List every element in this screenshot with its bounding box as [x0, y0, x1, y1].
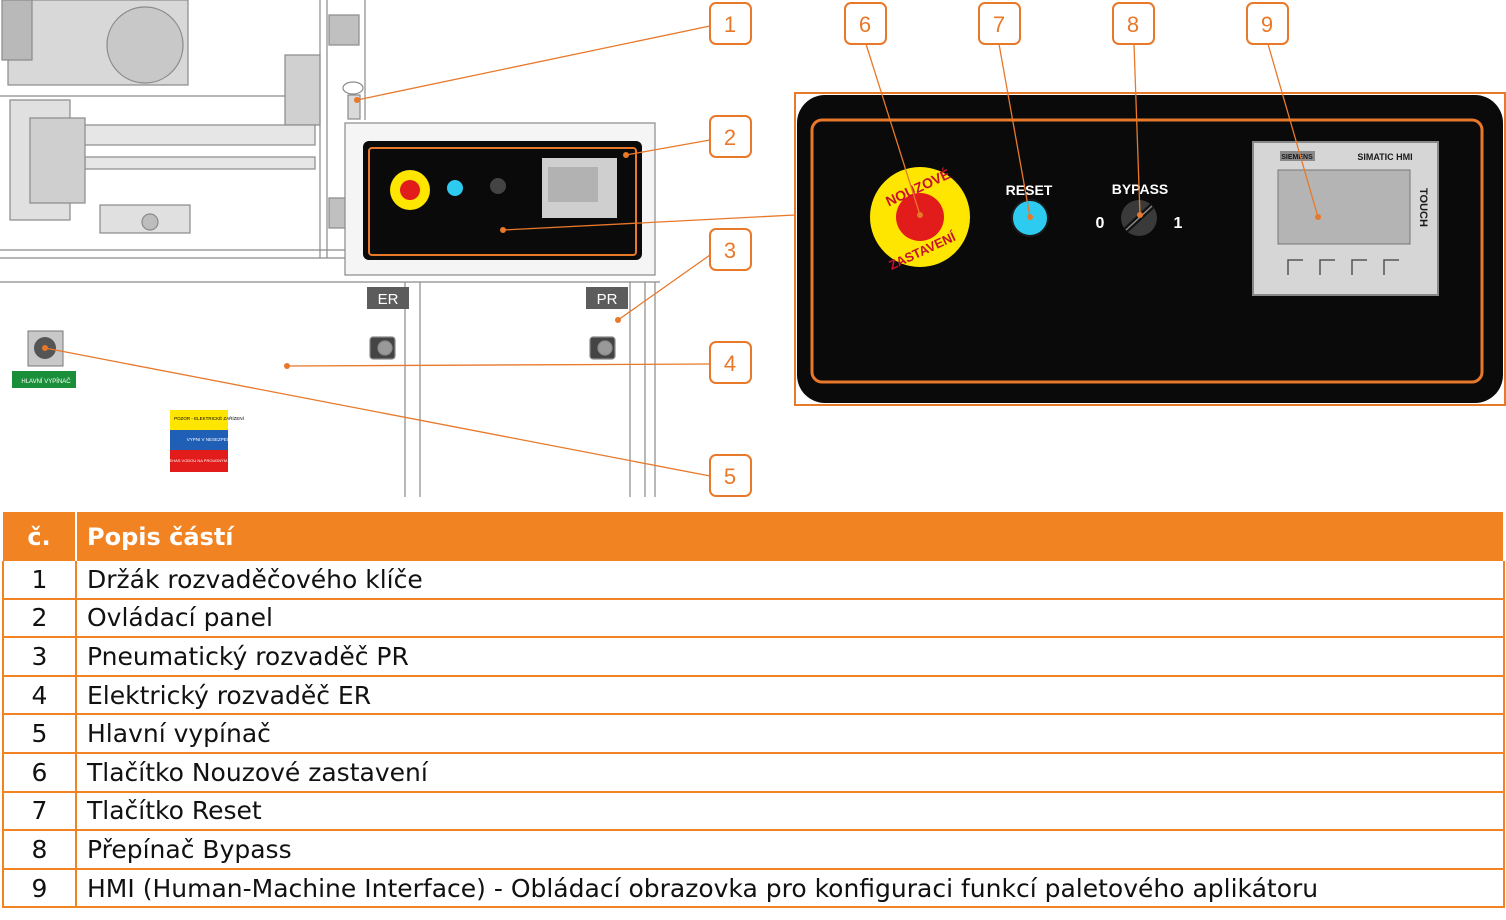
callout-8: 8: [1112, 2, 1155, 45]
row-description: Tlačítko Nouzové zastavení: [76, 752, 1505, 793]
svg-text:ER: ER: [378, 291, 399, 308]
callout-1: 1: [709, 2, 752, 45]
row-number: 8: [2, 830, 77, 870]
svg-text:SIEMENS: SIEMENS: [1281, 154, 1313, 161]
row-number: 4: [2, 675, 77, 716]
row-description: Přepínač Bypass: [76, 830, 1505, 870]
svg-text:PR: PR: [597, 291, 618, 308]
warning-sign: POZOR - ELEKTRICKÉ ZAŘÍZENÍ VYPNI V NESE…: [167, 410, 252, 472]
callout-5: 5: [709, 454, 752, 497]
row-description: Pneumatický rozvaděč PR: [76, 637, 1505, 677]
row-number: 6: [2, 752, 77, 793]
cabinet-pr-tag: PR: [586, 287, 628, 309]
enlarged-control-panel: NOUZOVÉ ZASTAVENÍ RESET BYPASS 0 1 SIEME…: [794, 92, 1506, 406]
row-description: Hlavní vypínač: [76, 714, 1505, 754]
bypass-pos-1: 1: [1174, 215, 1183, 232]
callout-3: 3: [709, 228, 752, 271]
bypass-pos-0: 0: [1096, 215, 1105, 232]
svg-text:TOUCH: TOUCH: [1417, 188, 1429, 227]
header-description: Popis částí: [76, 512, 1505, 561]
svg-text:1: 1: [724, 12, 736, 37]
svg-text:3: 3: [724, 238, 736, 263]
callout-4: 4: [709, 341, 752, 384]
row-number: 9: [2, 868, 77, 909]
svg-text:HLAVNÍ VYPÍNAČ: HLAVNÍ VYPÍNAČ: [21, 378, 71, 385]
machine-diagram: ER PR HLAVNÍ VYPÍNAČ POZOR - ELEKTRICKÉ …: [0, 0, 1506, 497]
svg-text:7: 7: [993, 12, 1005, 37]
row-description: HMI (Human-Machine Interface) - Obládací…: [76, 868, 1505, 909]
cabinet-er-tag: ER: [367, 287, 409, 309]
svg-text:POZOR - ELEKTRICKÉ ZAŘÍZENÍ: POZOR - ELEKTRICKÉ ZAŘÍZENÍ: [174, 414, 245, 421]
row-number: 1: [2, 561, 77, 600]
callout-6: 6: [844, 2, 887, 45]
bypass-label: BYPASS: [1112, 181, 1169, 197]
svg-text:SIMATIC HMI: SIMATIC HMI: [1357, 152, 1412, 162]
callout-9: 9: [1246, 2, 1289, 45]
leader-dots: [42, 97, 1321, 369]
svg-text:VYPNI V NESEZPEČÍ: VYPNI V NESEZPEČÍ: [187, 436, 232, 442]
svg-text:9: 9: [1261, 12, 1273, 37]
row-number: 5: [2, 714, 77, 754]
row-description: Tlačítko Reset: [76, 791, 1505, 832]
row-number: 3: [2, 637, 77, 677]
small-control-panel: [363, 141, 642, 260]
svg-text:4: 4: [724, 351, 736, 376]
bypass-switch: [1121, 200, 1157, 236]
svg-text:2: 2: [724, 125, 736, 150]
row-number: 7: [2, 791, 77, 832]
row-description: Držák rozvaděčového klíče: [76, 561, 1505, 600]
reset-label: RESET: [1006, 182, 1053, 198]
row-number: 2: [2, 598, 77, 639]
header-number: č.: [3, 512, 77, 561]
callout-7: 7: [978, 2, 1021, 45]
svg-text:8: 8: [1127, 12, 1139, 37]
hmi-touch-panel: SIEMENS SIMATIC HMI TOUCH: [1252, 141, 1439, 296]
main-switch: HLAVNÍ VYPÍNAČ: [12, 330, 76, 388]
table-header-row: č. Popis částí: [3, 512, 1505, 561]
leader-lines: [44, 25, 1319, 477]
row-description: Elektrický rozvaděč ER: [76, 675, 1505, 716]
svg-text:NEHAS VODOU NA PROUDNÝM PŘÍSTR: NEHAS VODOU NA PROUDNÝM PŘÍSTROJI !: [167, 458, 252, 463]
svg-text:6: 6: [859, 12, 871, 37]
svg-text:5: 5: [724, 464, 736, 489]
row-description: Ovládací panel: [76, 598, 1505, 639]
callout-2: 2: [709, 115, 752, 158]
